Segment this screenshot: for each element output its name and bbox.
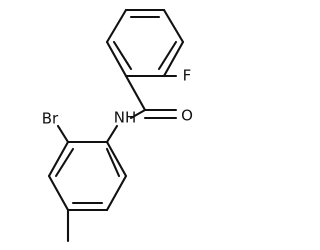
oxygen-atom-label: O — [181, 107, 193, 125]
ring1-bond-3 — [162, 40, 185, 78]
nitrogen-aryl-bond — [105, 124, 119, 144]
ring1-bond-2 — [162, 8, 185, 44]
bromine-atom-label: Br — [42, 110, 59, 128]
carbonyl-nitrogen-bond — [129, 108, 147, 120]
ring1-double-bond-3 — [112, 40, 133, 71]
ring1-bond-6 — [105, 8, 128, 44]
ring1-double-bond-2 — [157, 40, 178, 71]
ring2-double-bond-1 — [105, 147, 121, 178]
ring2-bond-1 — [105, 140, 128, 178]
ring2-double-bond-3 — [54, 147, 75, 178]
fluorobenzene-ring — [105, 8, 185, 78]
ring2-bond-2 — [105, 174, 128, 212]
nh-atom-label: NH — [114, 109, 137, 127]
chemical-structure-diagram: F O NH Br — [42, 8, 193, 243]
bromomethyl-benzene-ring — [47, 140, 128, 212]
ring1-bond-5 — [105, 40, 128, 78]
ring2-bond-5 — [47, 140, 70, 178]
ring2-bond-4 — [47, 174, 70, 212]
fluorine-atom-label: F — [183, 67, 192, 85]
ring-carbonyl-bond — [124, 74, 147, 112]
c-br-bond — [56, 124, 70, 144]
